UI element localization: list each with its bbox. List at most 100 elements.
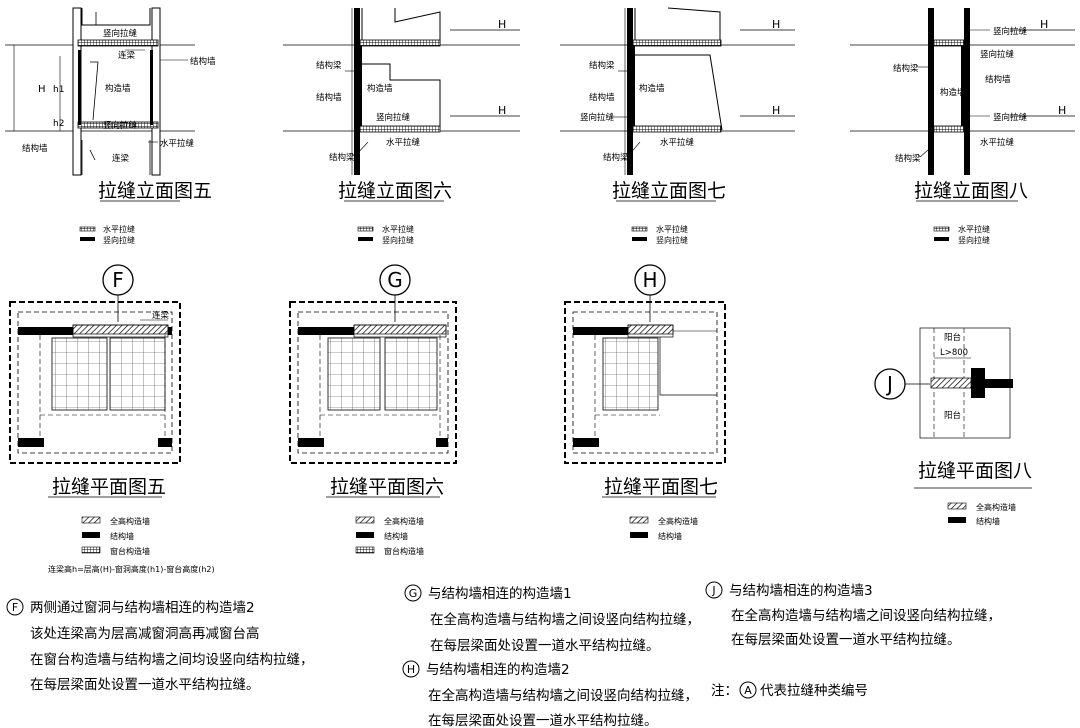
e7-gouzaoqiang-label: 构造墙 bbox=[639, 83, 665, 94]
e6-jiegouliang-label-2: 结构梁 bbox=[329, 152, 355, 163]
plan5-legend-chuangtai: 窗台构造墙 bbox=[110, 546, 150, 556]
note-H-marker: H bbox=[407, 663, 415, 676]
note-G: G 与结构墙相连的构造墙1 在全高构造墙与结构墙之间设竖向结构拉缝， 在每层梁面… bbox=[404, 584, 700, 654]
plan-5: F 连梁 拉缝平面图五 bbox=[9, 264, 181, 498]
e8-title: 拉缝立面图八 bbox=[914, 180, 1028, 202]
note-H-line-0: 与结构墙相连的构造墙2 bbox=[426, 662, 570, 678]
e7-legend-shuiping: 水平拉缝 bbox=[656, 224, 688, 234]
e8-shuping-label: 竖向拉缝 bbox=[993, 26, 1028, 37]
e7-legend-shuping: 竖向拉缝 bbox=[656, 235, 688, 245]
plan5-marker: F bbox=[112, 268, 124, 292]
elevation-6: H H 结构梁 结构墙 构造墙 竖向拉缝 水平拉缝 结构梁 拉缝立面图六 水平拉… bbox=[283, 8, 520, 245]
note-zhu-text: 代表拉缝种类编号 bbox=[760, 683, 868, 699]
note-J-line-1: 在全高构造墙与结构墙之间设竖向结构拉缝， bbox=[731, 607, 1001, 624]
plan7-title: 拉缝平面图七 bbox=[604, 476, 718, 498]
note-J-line-2: 在每层梁面处设置一道水平结构拉缝。 bbox=[731, 632, 961, 648]
e5-shuping-label-2: 竖向拉缝 bbox=[103, 120, 138, 131]
note-J-line-0: 与结构墙相连的构造墙3 bbox=[729, 583, 873, 599]
plan-6: G 拉缝平面图六 全高构造墙 结构墙 窗台构造墙 bbox=[289, 264, 457, 556]
e7-H-bottom: H bbox=[772, 104, 780, 117]
e5-h2-dim: h2 bbox=[53, 119, 64, 129]
plan5-legend-quangao: 全高构造墙 bbox=[110, 516, 150, 526]
note-G-line-2: 在每层梁面处设置一道水平结构拉缝。 bbox=[430, 638, 660, 654]
e6-shuiping-label: 水平拉缝 bbox=[386, 137, 421, 148]
e7-shuping-label: 竖向拉缝 bbox=[580, 112, 615, 123]
e6-jiegouqiang-label: 结构墙 bbox=[316, 92, 342, 103]
note-zhu-prefix: 注： bbox=[711, 683, 738, 699]
e8-legend-shuping: 竖向拉缝 bbox=[958, 235, 990, 245]
e8-shuiping-label: 水平拉缝 bbox=[980, 137, 1015, 148]
formula: 连梁高h=层高(H)-窗洞高度(h1)-窗台高度(h2) bbox=[48, 564, 215, 574]
e7-jiegouliang-label-2: 结构梁 bbox=[603, 152, 629, 163]
note-F-marker: F bbox=[12, 601, 18, 614]
plan6-legend-quangao: 全高构造墙 bbox=[384, 516, 424, 526]
note-G-line-0: 与结构墙相连的构造墙1 bbox=[428, 586, 572, 602]
plan8-yangtai-top: 阳台 bbox=[944, 332, 961, 343]
e6-H-top: H bbox=[498, 18, 506, 31]
plan5-title: 拉缝平面图五 bbox=[52, 476, 166, 498]
e6-legend-shuiping: 水平拉缝 bbox=[382, 224, 414, 234]
note-F-line-2: 在窗台构造墙与结构墙之间均设竖向结构拉缝， bbox=[30, 651, 314, 668]
e6-title: 拉缝立面图六 bbox=[338, 180, 452, 202]
plan-7: H 拉缝平面图七 全高构造墙 结构墙 bbox=[564, 264, 726, 541]
plan-8: J L>800 阳台 阳台 拉缝平面图八 全高构造墙 结构墙 bbox=[874, 327, 1032, 526]
note-H-line-1: 在全高构造墙与结构墙之间设竖向结构拉缝， bbox=[428, 687, 698, 704]
plan8-title: 拉缝平面图八 bbox=[918, 460, 1032, 482]
plan7-legend-quangao: 全高构造墙 bbox=[658, 516, 698, 526]
e8-jiegouqiang-label: 结构墙 bbox=[985, 74, 1011, 85]
e6-shuping-label: 竖向拉缝 bbox=[376, 112, 411, 123]
note-G-marker: G bbox=[409, 587, 418, 600]
e7-title: 拉缝立面图七 bbox=[612, 180, 726, 202]
e5-shuping-label: 竖向拉缝 bbox=[103, 28, 138, 39]
e5-jiegouqiang-label: 结构墙 bbox=[190, 56, 216, 67]
e7-shuiping-label: 水平拉缝 bbox=[660, 137, 695, 148]
e6-jiegouliang-label: 结构梁 bbox=[316, 60, 342, 71]
plan8-legend-jiegouqiang: 结构墙 bbox=[976, 516, 1000, 526]
e8-H-bottom: H bbox=[1058, 104, 1066, 117]
plan8-legend-quangao: 全高构造墙 bbox=[976, 502, 1016, 512]
e5-h1-dim: h1 bbox=[53, 85, 64, 95]
e8-jiegouliang-label: 结构梁 bbox=[893, 63, 919, 74]
note-zhu: 注： A 代表拉缝种类编号 bbox=[711, 681, 868, 699]
plan6-marker: G bbox=[387, 268, 403, 292]
e6-gouzaoqiang-label: 构造墙 bbox=[367, 83, 393, 94]
e5-lianliang-label: 连梁 bbox=[118, 50, 136, 61]
e7-H-top: H bbox=[772, 18, 780, 31]
note-F: F 两侧通过窗洞与结构墙相连的构造墙2 该处连梁高为层高减窗洞高再减窗台高 在窗… bbox=[6, 598, 314, 693]
e6-H-bottom: H bbox=[498, 104, 506, 117]
e6-legend-shuping: 竖向拉缝 bbox=[382, 235, 414, 245]
e8-H-top: H bbox=[1040, 18, 1048, 31]
elevation-5: 竖向拉缝 连梁 结构墙 构造墙 竖向拉缝 水平拉缝 连梁 结构墙 H h1 h2… bbox=[5, 7, 216, 202]
e5-gouzaoqiang-label: 构造墙 bbox=[105, 83, 131, 94]
e5-title: 拉缝立面图五 bbox=[98, 180, 212, 202]
e5-jiegouqiang-label-2: 结构墙 bbox=[22, 143, 48, 154]
e5-shuiping-label: 水平拉缝 bbox=[160, 138, 195, 149]
note-J-marker: J bbox=[711, 584, 715, 597]
note-H: H 与结构墙相连的构造墙2 在全高构造墙与结构墙之间设竖向结构拉缝， 在每层梁面… bbox=[402, 660, 698, 728]
note-zhu-marker: A bbox=[744, 684, 752, 697]
e5-legend: 水平拉缝 竖向拉缝 bbox=[79, 224, 135, 245]
e8-legend-shuiping: 水平拉缝 bbox=[958, 224, 990, 234]
note-F-line-0: 两侧通过窗洞与结构墙相连的构造墙2 bbox=[30, 599, 255, 616]
plan6-legend-chuangtai: 窗台构造墙 bbox=[384, 546, 424, 556]
e5-legend-shuiping: 水平拉缝 bbox=[103, 224, 135, 234]
e8-gouzaoqiang-label: 构造墙 bbox=[940, 87, 966, 98]
note-J: J 与结构墙相连的构造墙3 在全高构造墙与结构墙之间设竖向结构拉缝， 在每层梁面… bbox=[705, 581, 1001, 648]
note-H-line-2: 在每层梁面处设置一道水平结构拉缝。 bbox=[428, 713, 658, 728]
e8-jiegouliang-label-2: 结构梁 bbox=[895, 153, 921, 164]
note-G-line-1: 在全高构造墙与结构墙之间设竖向结构拉缝， bbox=[430, 611, 700, 628]
plan7-legend-jiegouqiang: 结构墙 bbox=[658, 531, 682, 541]
e8-shuping-label-3: 竖向拉缝 bbox=[993, 112, 1028, 123]
e5-lianliang-label-2: 连梁 bbox=[112, 153, 130, 164]
plan6-title: 拉缝平面图六 bbox=[330, 476, 444, 498]
e8-shuping-label-2: 竖向拉缝 bbox=[980, 49, 1015, 60]
plan5-legend-jiegouqiang: 结构墙 bbox=[110, 531, 134, 541]
plan6-legend-jiegouqiang: 结构墙 bbox=[384, 531, 408, 541]
plan8-marker: J bbox=[885, 372, 893, 396]
e7-jiegouqiang-label: 结构墙 bbox=[589, 92, 615, 103]
plan7-marker: H bbox=[642, 268, 657, 292]
plan8-dim: L>800 bbox=[940, 348, 968, 358]
note-F-line-3: 在每层梁面处设置一道水平结构拉缝。 bbox=[30, 677, 260, 693]
note-F-line-1: 该处连梁高为层高减窗洞高再减窗台高 bbox=[30, 625, 260, 642]
